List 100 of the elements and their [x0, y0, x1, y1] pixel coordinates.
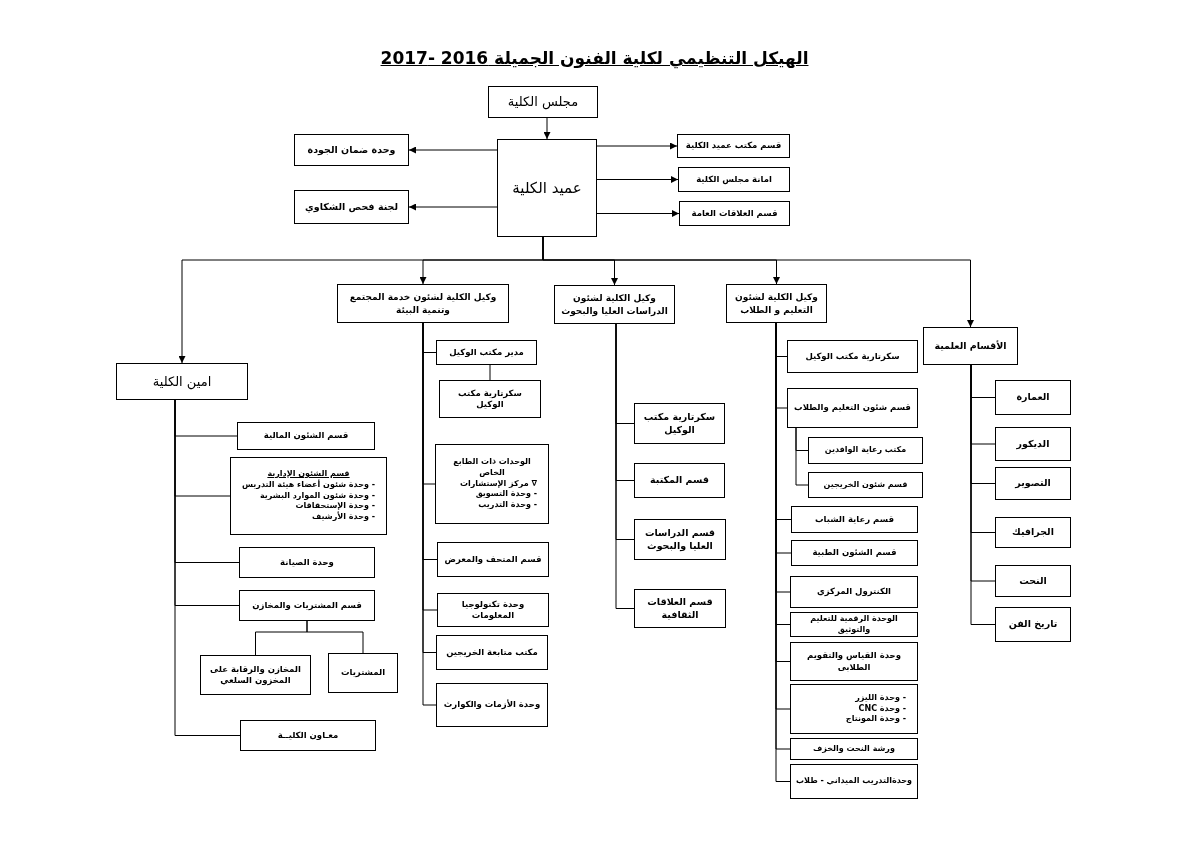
- org-box: [923, 327, 1018, 365]
- box-label: الأقسام العلمية: [934, 339, 1007, 353]
- box-label: المخازن والرقابة على المخزون السلعي: [209, 663, 302, 687]
- box-label: قسم الدراسات العليا والبحوث: [643, 526, 717, 553]
- box-label: قسم الشئون الطبية: [812, 547, 897, 559]
- org-box: [328, 653, 398, 693]
- connector-arrow: [542, 236, 974, 328]
- box-label: - وحدة الأرشيف: [312, 512, 376, 523]
- org-box: [787, 340, 918, 373]
- connector-arrow: [596, 210, 680, 217]
- org-box: [237, 422, 375, 450]
- org-box: [787, 388, 918, 428]
- box-label: وحدة الصيانة: [280, 556, 334, 569]
- box-label: قسم المكتبة: [650, 474, 709, 487]
- box-label: وحدة ضمان الجودة: [307, 143, 396, 157]
- box-label: - وحدة التسويق: [474, 489, 538, 501]
- box-label: الوحدات ذات الطابع الخاص: [452, 457, 532, 479]
- box-label: عميد الكلية: [512, 177, 582, 199]
- org-box: [679, 201, 790, 226]
- box-label: وحدة تكنولوجيا المعلومات: [460, 598, 526, 622]
- connector-arrow: [543, 117, 551, 140]
- box-label: امين الكلية: [152, 372, 212, 391]
- org-box: [790, 738, 918, 760]
- org-box: [995, 517, 1071, 548]
- org-box: [337, 284, 509, 323]
- org-box: [995, 427, 1071, 461]
- box-label: ∇ مركز الإستشارات: [458, 478, 538, 490]
- org-box: [634, 519, 726, 560]
- org-box: [436, 683, 548, 727]
- org-box: [678, 167, 790, 192]
- org-box: [995, 565, 1071, 597]
- box-label: قسم العلاقات الثقافية: [646, 595, 714, 622]
- connector-arrow: [596, 176, 679, 183]
- box-label: العمارة: [1016, 391, 1050, 404]
- box-label: امانة مجلس الكلية: [696, 173, 772, 186]
- org-box: [790, 684, 918, 734]
- org-box: [239, 590, 375, 621]
- org-box: [995, 607, 1071, 642]
- box-label: مجلس الكلية: [507, 93, 579, 111]
- box-label: مكتب متابعة الخريجين: [446, 646, 538, 659]
- connector-arrow: [408, 146, 498, 154]
- box-label: قسم المشتريات والمخازن: [252, 599, 362, 612]
- org-box: [294, 190, 409, 224]
- connector-line: [489, 364, 491, 381]
- box-label: وكيل الكلية لشئون التعليم و الطلاب: [734, 291, 819, 316]
- org-box: [790, 576, 918, 608]
- box-label: ورشة النحت والخزف: [813, 743, 895, 755]
- org-box: [790, 612, 918, 637]
- org-box: [995, 467, 1071, 500]
- box-label: - وحدة شئون أعضاء هيئة التدريس: [241, 479, 376, 491]
- org-box: [239, 547, 375, 578]
- org-box: [488, 86, 598, 118]
- connector-line: [970, 364, 996, 625]
- box-label: وحدة الأزمات والكوارث: [443, 699, 541, 711]
- box-label: قسم الشئون المالية: [263, 430, 349, 442]
- chart-title: الهيكل التنظيمي لكلية الفنون الجميلة 2016 -2017: [380, 48, 809, 68]
- box-label: وحدةالتدريب الميداني - طلاب: [796, 776, 912, 787]
- box-label: الجرافيك: [1012, 526, 1054, 539]
- org-box: [634, 463, 725, 498]
- box-label: مكتب رعاية الوافدين: [824, 445, 907, 456]
- box-label: قسم مكتب عميد الكلية: [685, 140, 782, 152]
- org-box: [435, 444, 549, 524]
- org-box: [230, 457, 387, 535]
- box-label: - وحدة الليزر: [854, 692, 907, 704]
- box-label: التصوير: [1015, 477, 1051, 490]
- org-box: [437, 542, 549, 577]
- box-label: المشتريات: [340, 667, 386, 679]
- org-box: [116, 363, 248, 400]
- box-label: وكيل الكلية لشئون خدمة المجتمع وتنمية البيئة: [348, 291, 498, 316]
- org-box: [790, 642, 918, 681]
- org-box: [790, 764, 918, 799]
- org-box: [808, 472, 923, 498]
- connector-line: [174, 399, 241, 736]
- org-box: [240, 720, 376, 751]
- org-box: [677, 134, 790, 158]
- box-label: قسم رعاية الشباب: [815, 513, 894, 526]
- box-label: سكرتارية مكتب الوكيل: [457, 387, 523, 411]
- box-label: - وحدة شئون الموارد البشرية: [258, 490, 376, 502]
- box-label: قسم شئون التعليم والطلاب: [794, 402, 911, 414]
- box-label: لجنة فحص الشكاوي: [305, 200, 398, 214]
- box-label: تاريخ الفن: [1008, 618, 1058, 631]
- box-label: قسم الشئون الإدارية: [266, 469, 351, 478]
- box-label: قسم العلاقات العامة: [691, 207, 778, 220]
- box-label: - وحدة التدريب: [477, 500, 538, 511]
- org-box: [634, 403, 725, 444]
- box-label: وحدة القياس والتقويم الطلابى: [806, 650, 902, 673]
- org-box: [439, 380, 541, 418]
- org-box: [436, 340, 537, 365]
- box-label: سكرتارية مكتب الوكيل: [642, 410, 717, 437]
- box-label: مدير مكتب الوكيل: [449, 346, 524, 359]
- org-box: [436, 635, 548, 670]
- org-box: [200, 655, 311, 695]
- org-box: [791, 506, 918, 533]
- org-box: [497, 139, 597, 237]
- box-label: - وحدة الإستحقاقات: [294, 501, 376, 512]
- org-box: [294, 134, 409, 166]
- box-label: سكرتارية مكتب الوكيل: [805, 350, 900, 363]
- connector-line: [615, 323, 635, 609]
- box-label: النحت: [1019, 574, 1047, 588]
- box-label: قسم المتحف والمعرض: [444, 553, 542, 566]
